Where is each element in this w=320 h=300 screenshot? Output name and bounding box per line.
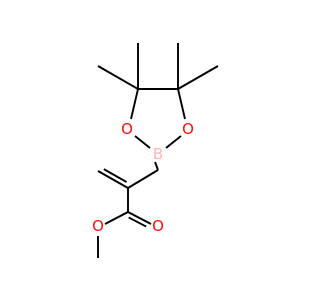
bond-c10-o3-second — [128, 216, 147, 228]
atom-label-o3: O — [152, 217, 164, 235]
bond-o1-b1 — [134, 135, 151, 149]
atom-label-b1: B — [153, 145, 163, 163]
bond-c5-c6 — [177, 65, 219, 90]
bond-c10-o3 — [127, 211, 152, 225]
atom-label-o4: O — [92, 217, 104, 235]
bond-b1-c7 — [154, 161, 159, 171]
bond-c1-c2 — [97, 65, 139, 90]
bond-c8-c9 — [97, 170, 129, 189]
bonds-layer — [97, 43, 219, 258]
bond-c8-c9-second — [103, 168, 128, 183]
bond-o2-b1 — [165, 135, 182, 149]
bond-c2-o1 — [130, 88, 139, 120]
atom-labels-layer: O O B O O — [92, 120, 194, 235]
atom-label-o1: O — [121, 120, 133, 138]
bond-c10-o4 — [104, 211, 129, 225]
bond-c7-c8 — [127, 169, 159, 189]
atom-label-o2: O — [182, 120, 194, 138]
molecule-structure-diagram: O O B O O — [92, 43, 219, 258]
bond-c5-o2 — [177, 88, 186, 120]
